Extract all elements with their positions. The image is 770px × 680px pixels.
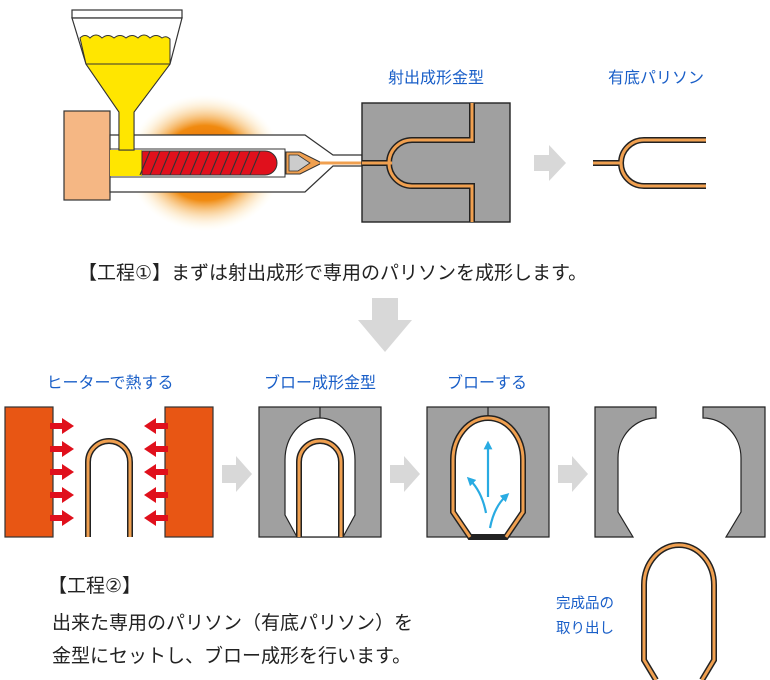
arrow-down-icon <box>358 298 412 352</box>
injection-mold <box>361 102 511 223</box>
blow-mold-blowing <box>426 406 550 540</box>
step2-title: 【工程②】 <box>48 575 141 597</box>
screw <box>141 150 278 176</box>
machine-back-block <box>63 110 111 201</box>
finished-product <box>641 542 717 680</box>
hopper-rim <box>71 9 183 19</box>
injection-machine <box>63 9 365 231</box>
label-bottomed-parison: 有底パリソン <box>608 68 704 87</box>
screw-flights <box>139 150 261 176</box>
arrow-right-icon <box>390 456 420 492</box>
blow-mold-closed <box>258 406 382 538</box>
label-remove-line2: 取り出し <box>556 620 614 637</box>
heater-stage <box>4 406 214 538</box>
label-remove-line1: 完成品の <box>556 595 614 612</box>
bottomed-parison <box>593 137 706 189</box>
label-injection-mold: 射出成形金型 <box>388 68 484 87</box>
arrow-right-icon <box>558 456 588 492</box>
air-arrows <box>466 440 510 529</box>
heater-left <box>4 406 54 538</box>
resin-feed <box>110 150 142 176</box>
nozzle-tip <box>288 154 311 172</box>
step2-caption-line1: 出来た専用のパリソン（有底パリソン）を <box>52 612 413 634</box>
heat-arrows <box>50 418 168 526</box>
step2-caption-line2: 金型にセットし、ブロー成形を行います。 <box>52 644 411 667</box>
arrow-right-icon <box>222 456 252 492</box>
label-heat: ヒーターで熱する <box>46 373 173 392</box>
label-blow-mold: ブロー成形金型 <box>264 373 376 392</box>
arrow-right-icon <box>534 145 566 181</box>
parison <box>85 438 133 537</box>
step1-caption: 【工程①】まずは射出成形で専用のパリソンを成形します。 <box>78 262 587 284</box>
blow-mold-open <box>594 406 766 538</box>
label-blow: ブローする <box>447 373 527 392</box>
heater-right <box>164 406 214 538</box>
